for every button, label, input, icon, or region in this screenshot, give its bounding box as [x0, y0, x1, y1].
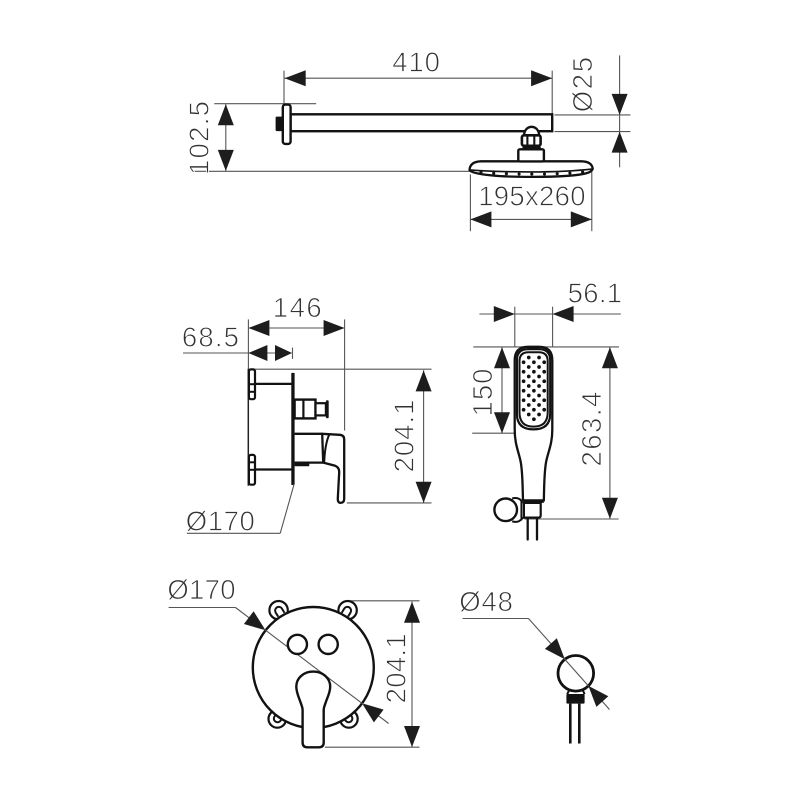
svg-text:204.1: 204.1: [381, 633, 412, 703]
svg-text:68.5: 68.5: [182, 322, 240, 353]
svg-text:146: 146: [273, 292, 323, 323]
svg-text:Ø170: Ø170: [167, 574, 235, 605]
svg-text:204.1: 204.1: [388, 399, 419, 473]
svg-text:410: 410: [392, 46, 441, 77]
svg-text:56.1: 56.1: [568, 278, 623, 309]
svg-text:195x260: 195x260: [478, 180, 586, 211]
svg-text:102.5: 102.5: [184, 100, 215, 175]
svg-text:150: 150: [467, 368, 498, 417]
svg-text:Ø48: Ø48: [459, 586, 513, 617]
svg-text:Ø170: Ø170: [186, 506, 256, 537]
svg-text:Ø25: Ø25: [567, 55, 598, 112]
svg-text:263.4: 263.4: [576, 390, 607, 466]
